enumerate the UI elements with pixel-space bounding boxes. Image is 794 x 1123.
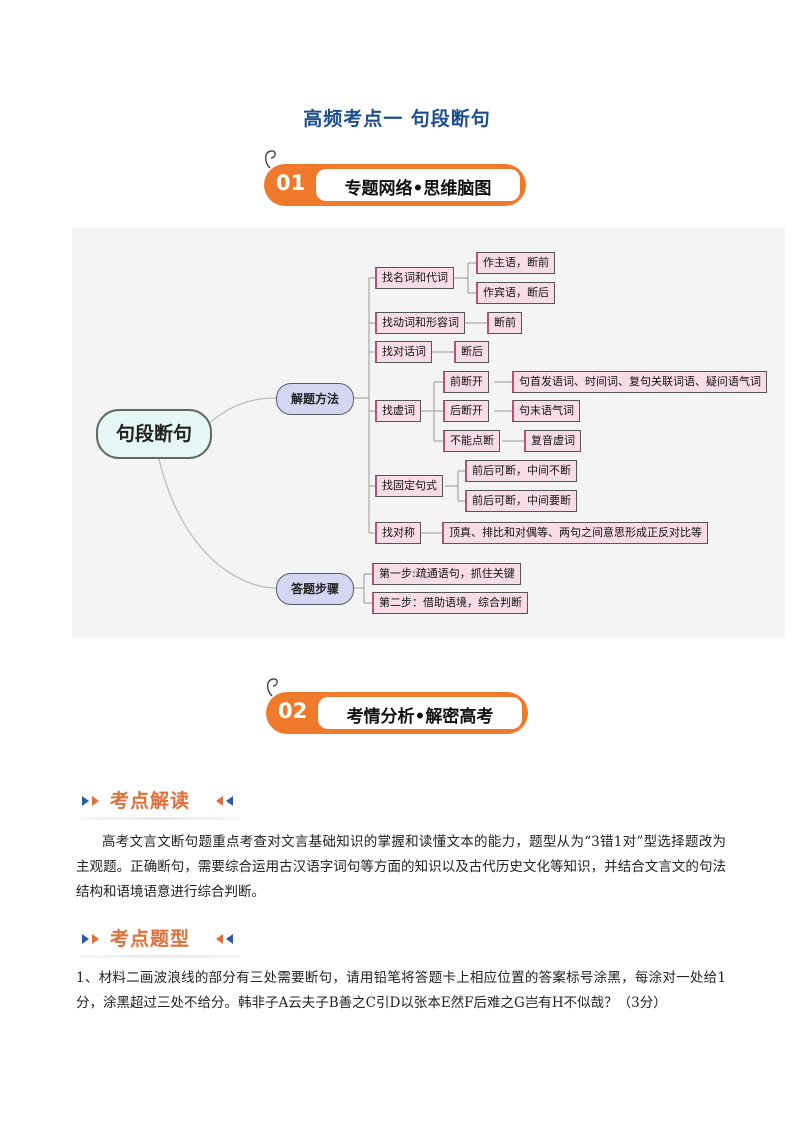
node-dialogue: 找对话词	[375, 341, 432, 363]
banner-label: 专题网络•思维脑图	[344, 179, 492, 199]
node-verbs-adjectives: 找动词和形容词	[375, 312, 465, 334]
section-heading-question-types: 考点题型	[80, 924, 240, 958]
mind-map: 句段断句 解题方法 答题步骤 找名词和代词 作主语，断前 作宾语，断后 找动词和…	[72, 228, 785, 638]
node-break-front-detail: 句首发语词、时间词、复句关联词语、疑问语气词	[512, 371, 767, 393]
page-title: 高频考点一 句段断句	[303, 108, 491, 130]
mind-map-root: 句段断句	[96, 409, 212, 459]
branch-steps: 答题步骤	[276, 573, 354, 605]
interpretation-text: 高考文言文断句题重点考查对文言基础知识的掌握和读懂文本的能力，题型从为“3错1对…	[76, 834, 726, 900]
node-no-break: 不能点断	[443, 430, 500, 452]
hook-icon	[264, 150, 276, 169]
hook-icon	[266, 678, 278, 697]
double-right-arrow-icon	[82, 934, 99, 944]
branch-methods: 解题方法	[276, 383, 354, 415]
node-step-two: 第二步：借助语境，综合判断	[372, 592, 528, 614]
node-symmetry-detail: 顶真、排比和对偶等、两句之间意思形成正反对比等	[442, 522, 708, 544]
node-break-back: 后断开	[443, 400, 489, 422]
double-right-arrow-icon	[82, 796, 99, 806]
node-fixed-patterns: 找固定句式	[375, 475, 443, 497]
node-symmetry: 找对称	[375, 522, 421, 544]
banner-mind-map: 01 专题网络•思维脑图	[262, 148, 530, 210]
node-step-one: 第一步:疏通语句，抓住关键	[372, 563, 521, 585]
node-object: 作宾语，断后	[476, 282, 555, 304]
double-left-arrow-icon	[216, 934, 233, 944]
node-nouns-pronouns: 找名词和代词	[375, 267, 454, 289]
node-break-before: 断前	[487, 312, 522, 334]
banner-number: 01	[276, 171, 306, 195]
node-break-front: 前断开	[443, 371, 489, 393]
banner-label: 考情分析•解密高考	[346, 707, 494, 727]
double-left-arrow-icon	[216, 796, 233, 806]
question-text: 1、材料二画波浪线的部分有三处需要断句，请用铅笔将答题卡上相应位置的答案标号涂黑…	[76, 970, 726, 1011]
node-no-break-detail: 复音虚词	[524, 430, 581, 452]
node-break-after: 断后	[454, 341, 489, 363]
node-subject: 作主语，断前	[476, 252, 555, 274]
node-function-words: 找虚词	[375, 400, 421, 422]
banner-analysis: 02 考情分析•解密高考	[264, 676, 532, 738]
section-heading-interpretation: 考点解读	[80, 786, 240, 820]
node-fixed-b: 前后可断，中间要断	[465, 490, 577, 512]
node-fixed-a: 前后可断，中间不断	[465, 460, 577, 482]
mind-map-connectors	[157, 262, 524, 604]
banner-number: 02	[278, 699, 308, 723]
node-break-back-detail: 句末语气词	[512, 400, 580, 422]
